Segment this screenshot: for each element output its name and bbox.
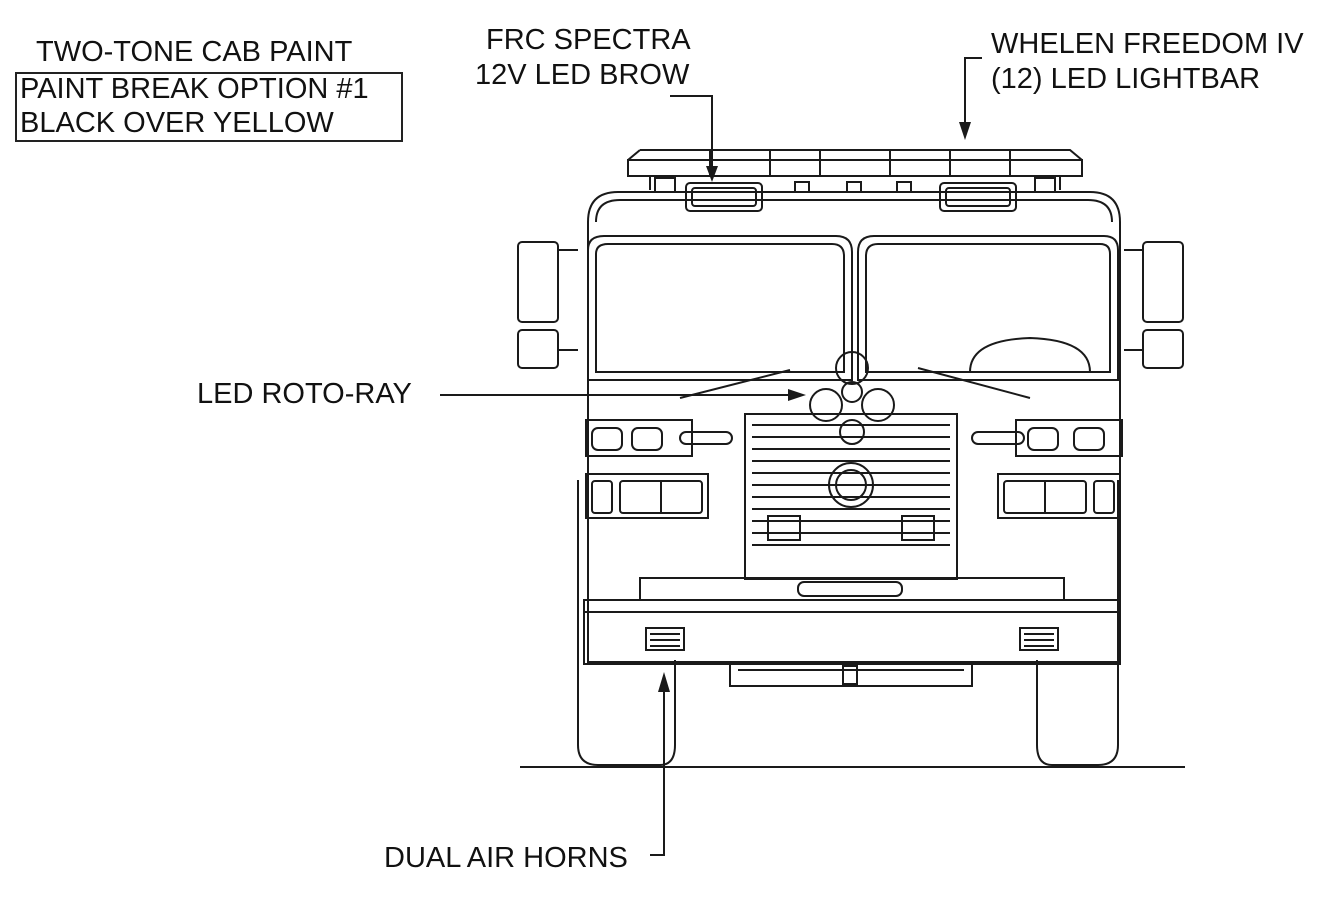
right-light-panel <box>1015 419 1123 457</box>
bumper-handle <box>797 581 903 597</box>
windshield <box>587 235 1119 399</box>
roto-ray-lights <box>809 351 895 445</box>
right-mirror-upper <box>1142 241 1184 323</box>
right-headlight-bezel <box>997 473 1121 519</box>
right-tire <box>1036 480 1119 766</box>
right-mirror-lower <box>1142 329 1184 369</box>
lightbar-count-label: (12) LED LIGHTBAR <box>991 63 1261 95</box>
roto-ray-label: LED ROTO-RAY <box>197 378 412 410</box>
whelen-arrowhead <box>959 122 971 140</box>
right-wiper <box>917 367 1031 399</box>
tow-bar <box>729 663 973 687</box>
paint-scheme-title: TWO-TONE CAB PAINT <box>36 36 353 68</box>
whelen-leader-line <box>964 57 982 135</box>
cab-body <box>587 181 1121 663</box>
right-horn-grille <box>1019 627 1059 651</box>
paint-scheme-box <box>15 72 403 142</box>
left-horn-grille <box>645 627 685 651</box>
left-brow-light <box>685 182 763 212</box>
left-light-panel <box>585 419 693 457</box>
whelen-lightbar-label: WHELEN FREEDOM IV <box>991 28 1304 60</box>
horns-leader-line <box>650 680 665 856</box>
tires <box>577 480 1119 766</box>
cab-outline <box>587 191 1121 663</box>
paint-break-option-label: PAINT BREAK OPTION #1 <box>20 73 369 105</box>
left-wiper <box>679 369 791 399</box>
right-brow-light <box>939 182 1017 212</box>
frc-arrowhead <box>706 166 718 182</box>
frc-leader-line <box>670 95 713 178</box>
front-bumper <box>583 577 1121 687</box>
grille-vent-right <box>901 515 935 541</box>
bumper-face <box>583 599 1121 665</box>
air-horns-label: DUAL AIR HORNS <box>384 842 628 874</box>
mirrors <box>517 241 1184 369</box>
paint-color-label: BLACK OVER YELLOW <box>20 107 334 139</box>
lightbar <box>627 149 1083 193</box>
roto-arrowhead <box>788 389 806 401</box>
callout-leaders <box>440 57 982 856</box>
led-brow-label: 12V LED BROW <box>475 59 690 91</box>
left-mirror-upper <box>517 241 559 323</box>
dash-binnacle <box>969 336 1091 373</box>
grille-emblem <box>828 462 874 508</box>
horns-arrowhead <box>658 672 670 692</box>
grille-vent-left <box>767 515 801 541</box>
frc-spectra-label: FRC SPECTRA <box>486 24 691 56</box>
roof-edge <box>595 199 1113 223</box>
left-windshield <box>587 235 853 381</box>
right-windshield <box>857 235 1119 381</box>
left-mirror-lower <box>517 329 559 369</box>
left-headlight-bezel <box>585 473 709 519</box>
grille <box>744 413 958 580</box>
left-tire <box>577 480 676 766</box>
headlights <box>585 419 1123 519</box>
